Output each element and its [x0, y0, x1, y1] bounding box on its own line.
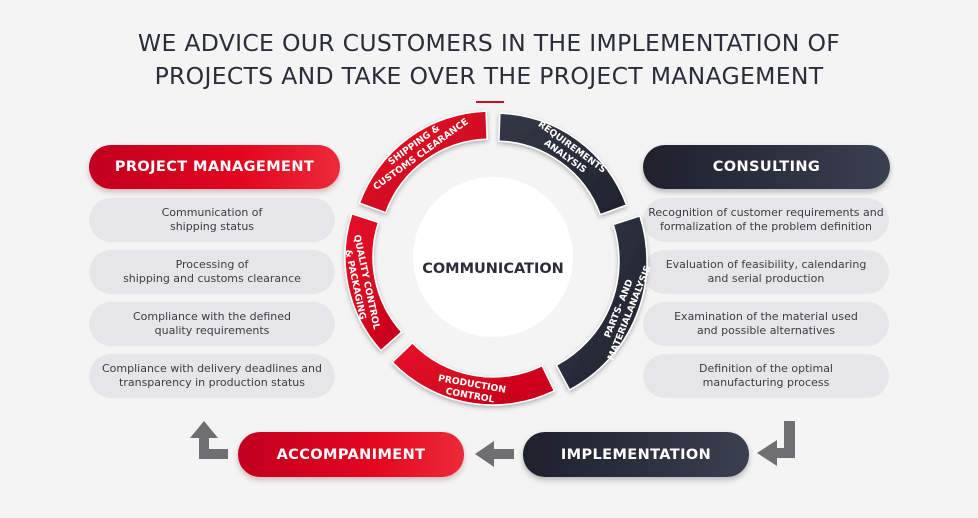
wheel-segment — [498, 112, 628, 216]
arrow-left-up-icon — [190, 421, 228, 459]
wheel-segment — [555, 214, 648, 391]
project-management-item: Compliance with delivery deadlines and t… — [89, 354, 335, 398]
title-divider — [476, 101, 504, 103]
title-line-1: WE ADVICE OUR CUSTOMERS IN THE IMPLEMENT… — [137, 29, 841, 57]
consulting-item: Evaluation of feasibility, calendaring a… — [643, 250, 889, 294]
wheel-segment — [391, 341, 556, 406]
consulting-item: Recognition of customer requirements and… — [643, 198, 889, 242]
page-title: WE ADVICE OUR CUSTOMERS IN THE IMPLEMENT… — [0, 27, 978, 93]
project-management-item: Compliance with the defined quality requ… — [89, 302, 335, 346]
accompaniment-pill: ACCOMPANIMENT — [238, 432, 464, 477]
title-line-2: PROJECTS AND TAKE OVER THE PROJECT MANAG… — [154, 62, 824, 90]
arrow-left-icon — [475, 441, 514, 467]
consulting-item: Definition of the optimal manufacturing … — [643, 354, 889, 398]
consulting-item: Examination of the material used and pos… — [643, 302, 889, 346]
project-management-item: Communication of shipping status — [89, 198, 335, 242]
arrow-down-left-icon — [757, 421, 795, 466]
wheel-center-label: COMMUNICATION — [422, 261, 564, 277]
wheel-segment — [358, 110, 488, 214]
consulting-header: CONSULTING — [643, 145, 890, 189]
project-management-item: Processing of shipping and customs clear… — [89, 250, 335, 294]
wheel-segment — [344, 212, 403, 352]
implementation-pill: IMPLEMENTATION — [523, 432, 749, 477]
project-management-header: PROJECT MANAGEMENT — [89, 145, 340, 189]
